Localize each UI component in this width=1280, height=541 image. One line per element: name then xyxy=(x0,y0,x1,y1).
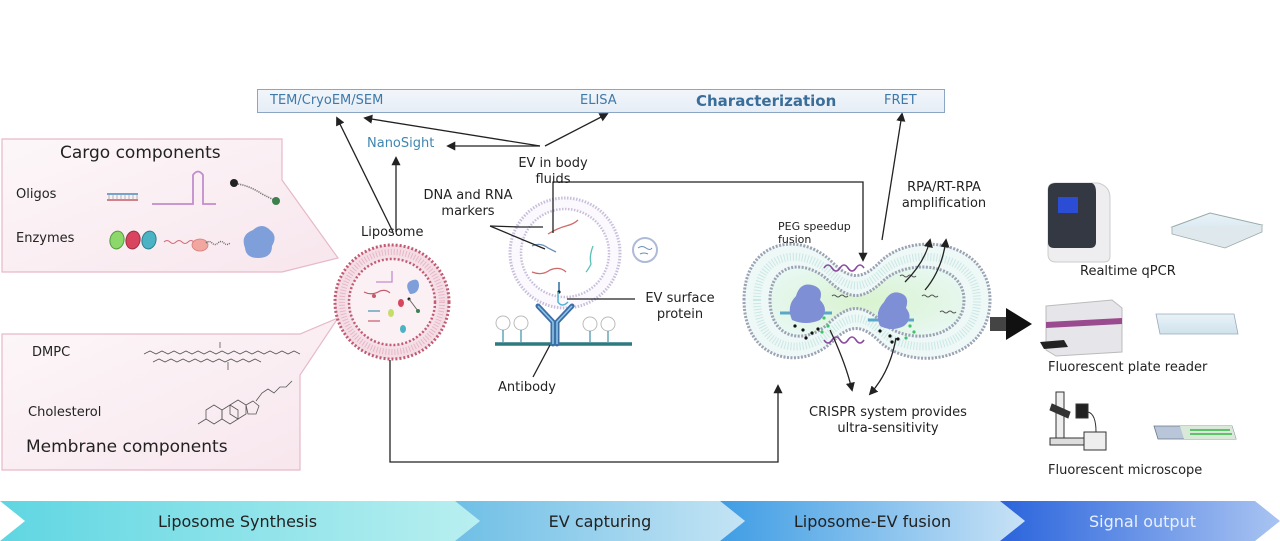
antibody-label: Antibody xyxy=(498,380,556,395)
enzyme-complex-icon xyxy=(163,238,231,252)
dna-rna-line2: markers xyxy=(441,204,495,219)
stage-liposome-ev-fusion: Liposome-EV fusion xyxy=(793,511,952,531)
output-realtime-qpcr: Realtime qPCR xyxy=(1080,264,1176,279)
ev-surface-line2: protein xyxy=(656,307,704,322)
ev-body-fluids-line1: EV in body xyxy=(518,156,588,171)
qpcr-machine-icon xyxy=(1047,182,1111,263)
method-elisa: ELISA xyxy=(580,93,617,108)
cargo-row-enzymes: Enzymes xyxy=(16,231,75,246)
microscope-slide-icon xyxy=(1153,425,1237,440)
peg-line1: PEG speedup xyxy=(778,220,851,233)
characterization-title: Characterization xyxy=(696,92,837,110)
membrane-row-cholesterol: Cholesterol xyxy=(28,405,102,420)
plate-reader-plate-icon xyxy=(1155,313,1239,335)
rpa-label: RPA/RT-RPA amplification xyxy=(892,180,996,212)
output-plate-reader: Fluorescent plate reader xyxy=(1048,360,1208,375)
fusion-liposome-graphic xyxy=(742,242,992,360)
crispr-line2: ultra-sensitivity xyxy=(837,421,939,436)
enzyme-ovals-icon xyxy=(109,230,157,250)
dmpc-structure-icon xyxy=(143,342,301,370)
oligo-duplex-icon xyxy=(107,193,138,201)
output-arrow-icon xyxy=(990,308,1032,340)
large-enzyme-icon xyxy=(243,226,275,258)
stage-chevron-bar xyxy=(0,501,1280,541)
stage-chevron-1 xyxy=(0,501,480,541)
cholesterol-structure-icon xyxy=(197,380,293,425)
crispr-line1: CRISPR system provides xyxy=(809,405,967,420)
ev-vesicle-graphic xyxy=(508,196,622,310)
dna-rna-markers-label: DNA and RNA markers xyxy=(414,188,522,220)
crispr-label: CRISPR system provides ultra-sensitivity xyxy=(790,405,986,437)
peg-line2: fusion xyxy=(778,233,812,246)
method-tem: TEM/CryoEM/SEM xyxy=(270,93,384,108)
oligo-probe-icon xyxy=(230,179,280,205)
cargo-title: Cargo components xyxy=(60,143,221,163)
microscope-icon xyxy=(1049,391,1107,451)
stage-chevron-4 xyxy=(1000,501,1280,541)
stage-ev-capturing: EV capturing xyxy=(548,511,652,531)
stage-signal-output: Signal output xyxy=(1088,511,1196,531)
rpa-line1: RPA/RT-RPA xyxy=(907,180,981,195)
stage-liposome-synthesis: Liposome Synthesis xyxy=(157,511,318,531)
output-microscope: Fluorescent microscope xyxy=(1048,463,1203,478)
method-fret: FRET xyxy=(884,93,917,108)
connector-arrows xyxy=(336,112,950,463)
pcr-plate-icon xyxy=(1170,212,1264,249)
rpa-line2: amplification xyxy=(901,196,987,211)
antibody-graphic xyxy=(535,303,575,347)
ev-surface-protein-label: EV surface protein xyxy=(635,291,725,323)
ev-body-fluids-line2: fluids xyxy=(535,172,571,187)
membrane-panel-shape xyxy=(1,316,340,471)
oligo-hairpin-icon xyxy=(152,170,216,205)
dna-rna-line1: DNA and RNA xyxy=(423,188,513,203)
ev-body-fluids-label: EV in body fluids xyxy=(508,156,598,188)
nanosight-label: NanoSight xyxy=(367,136,435,151)
characterization-bar: TEM/CryoEM/SEM ELISA Characterization FR… xyxy=(257,89,945,113)
liposome-label: Liposome xyxy=(361,225,424,240)
stage-chevron-2 xyxy=(455,501,745,541)
liposome-graphic xyxy=(333,243,451,361)
membrane-row-dmpc: DMPC xyxy=(32,345,71,360)
ev-surface-line1: EV surface xyxy=(645,291,715,306)
plate-reader-icon xyxy=(1040,299,1123,357)
cargo-row-oligos: Oligos xyxy=(16,187,57,202)
peg-label: PEG speedup fusion xyxy=(778,220,851,246)
small-vesicle-graphic xyxy=(632,237,658,263)
membrane-title: Membrane components xyxy=(26,437,228,457)
stage-chevron-3 xyxy=(720,501,1025,541)
capture-surface-graphic xyxy=(495,315,632,346)
